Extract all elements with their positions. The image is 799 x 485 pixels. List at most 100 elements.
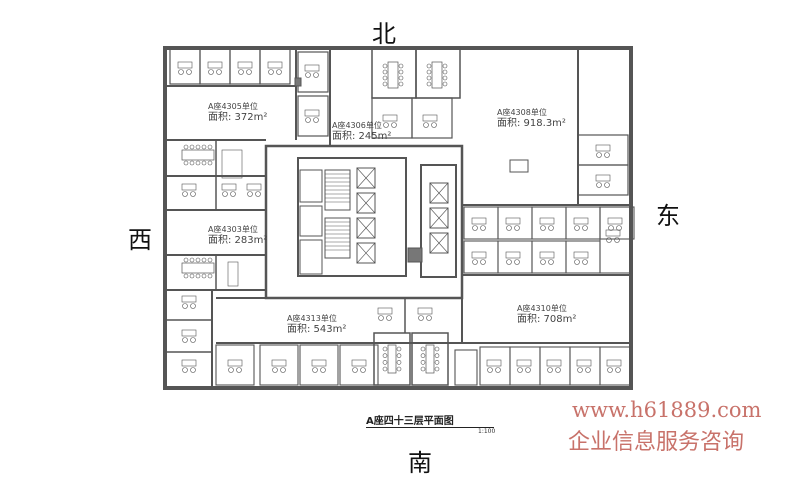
chair	[320, 367, 326, 373]
chair	[396, 366, 402, 372]
elevator	[429, 207, 449, 229]
desk	[505, 251, 521, 259]
chair	[396, 353, 402, 358]
meeting-table	[431, 61, 443, 89]
desk	[539, 217, 555, 225]
compass-north: 北	[372, 20, 396, 48]
meeting-table	[387, 344, 397, 374]
desk	[595, 174, 611, 182]
chair	[305, 72, 311, 78]
chair	[585, 367, 591, 373]
chair	[582, 225, 588, 231]
column	[407, 247, 423, 263]
chair	[182, 303, 188, 309]
desk	[311, 359, 327, 367]
chair	[236, 367, 242, 373]
outer-wall	[163, 46, 633, 390]
chair	[480, 225, 486, 231]
chair	[604, 152, 610, 158]
chair	[313, 72, 319, 78]
chair	[616, 225, 622, 231]
desk	[237, 61, 253, 69]
desk	[471, 217, 487, 225]
desk	[181, 295, 197, 303]
chair	[382, 63, 388, 69]
chair	[423, 122, 429, 128]
elevator-x	[429, 232, 449, 254]
unit-4313-label[interactable]: A座4313单位面积: 543m²	[287, 313, 346, 335]
desk	[227, 261, 239, 287]
unit-4305-label[interactable]: A座4305单位面积: 372m²	[208, 101, 267, 123]
desk	[221, 183, 237, 191]
chair	[614, 237, 620, 243]
chair	[420, 366, 426, 372]
chair	[272, 367, 278, 373]
elevator	[356, 167, 376, 189]
chair	[442, 63, 448, 69]
chair	[201, 273, 207, 279]
desk	[605, 229, 621, 237]
desk	[377, 307, 393, 315]
chair	[190, 191, 196, 197]
meeting-table	[387, 61, 399, 89]
chair	[434, 366, 440, 372]
chair	[208, 69, 214, 75]
chair	[276, 69, 282, 75]
unit-4310-label[interactable]: A座4310单位面积: 708m²	[517, 303, 576, 325]
chair	[548, 259, 554, 265]
unit-4306-label[interactable]: A座4306单位面积: 245m²	[332, 120, 391, 142]
desk	[539, 251, 555, 259]
unit-area: 面积: 708m²	[517, 314, 577, 325]
chair	[182, 191, 188, 197]
elevator	[356, 192, 376, 214]
chair	[386, 315, 392, 321]
unit-4308-label[interactable]: A座4308单位面积: 918.3m²	[497, 107, 566, 129]
chair	[398, 75, 404, 81]
chair	[195, 160, 201, 166]
drawing-scale: 1:100	[478, 428, 496, 435]
chair	[420, 346, 426, 352]
meeting-room	[373, 332, 411, 386]
desk	[221, 149, 243, 179]
chair	[442, 75, 448, 81]
desk	[181, 329, 197, 337]
chair	[574, 225, 580, 231]
chair	[615, 367, 621, 373]
chair	[352, 367, 358, 373]
desk	[606, 359, 622, 367]
chair	[506, 225, 512, 231]
office	[497, 240, 533, 274]
unit-area: 面积: 245m²	[332, 131, 392, 142]
chair	[514, 259, 520, 265]
desk	[505, 217, 521, 225]
watermark-url: www.h61889.com	[572, 398, 762, 422]
desk	[382, 114, 398, 122]
desk	[471, 251, 487, 259]
unit-name: A座4310单位	[517, 304, 567, 313]
meeting-table	[425, 344, 435, 374]
office	[259, 47, 291, 85]
chair	[426, 81, 432, 87]
chair	[396, 346, 402, 352]
chair	[182, 367, 188, 373]
chair	[190, 303, 196, 309]
chair	[246, 69, 252, 75]
chair	[186, 69, 192, 75]
chair	[360, 367, 366, 373]
meeting-room	[411, 332, 449, 386]
unit-4303-label[interactable]: A座4303单位面积: 283m²	[208, 224, 267, 246]
chair	[382, 360, 388, 365]
desk	[546, 359, 562, 367]
chair	[383, 122, 389, 128]
chair	[514, 225, 520, 231]
chair	[506, 259, 512, 265]
desk	[181, 359, 197, 367]
chair	[426, 69, 432, 75]
desk	[576, 359, 592, 367]
chair	[480, 259, 486, 265]
office	[565, 240, 601, 274]
unit-area: 面积: 543m²	[287, 324, 347, 335]
office	[565, 206, 601, 240]
chair	[431, 122, 437, 128]
chair	[183, 144, 189, 150]
